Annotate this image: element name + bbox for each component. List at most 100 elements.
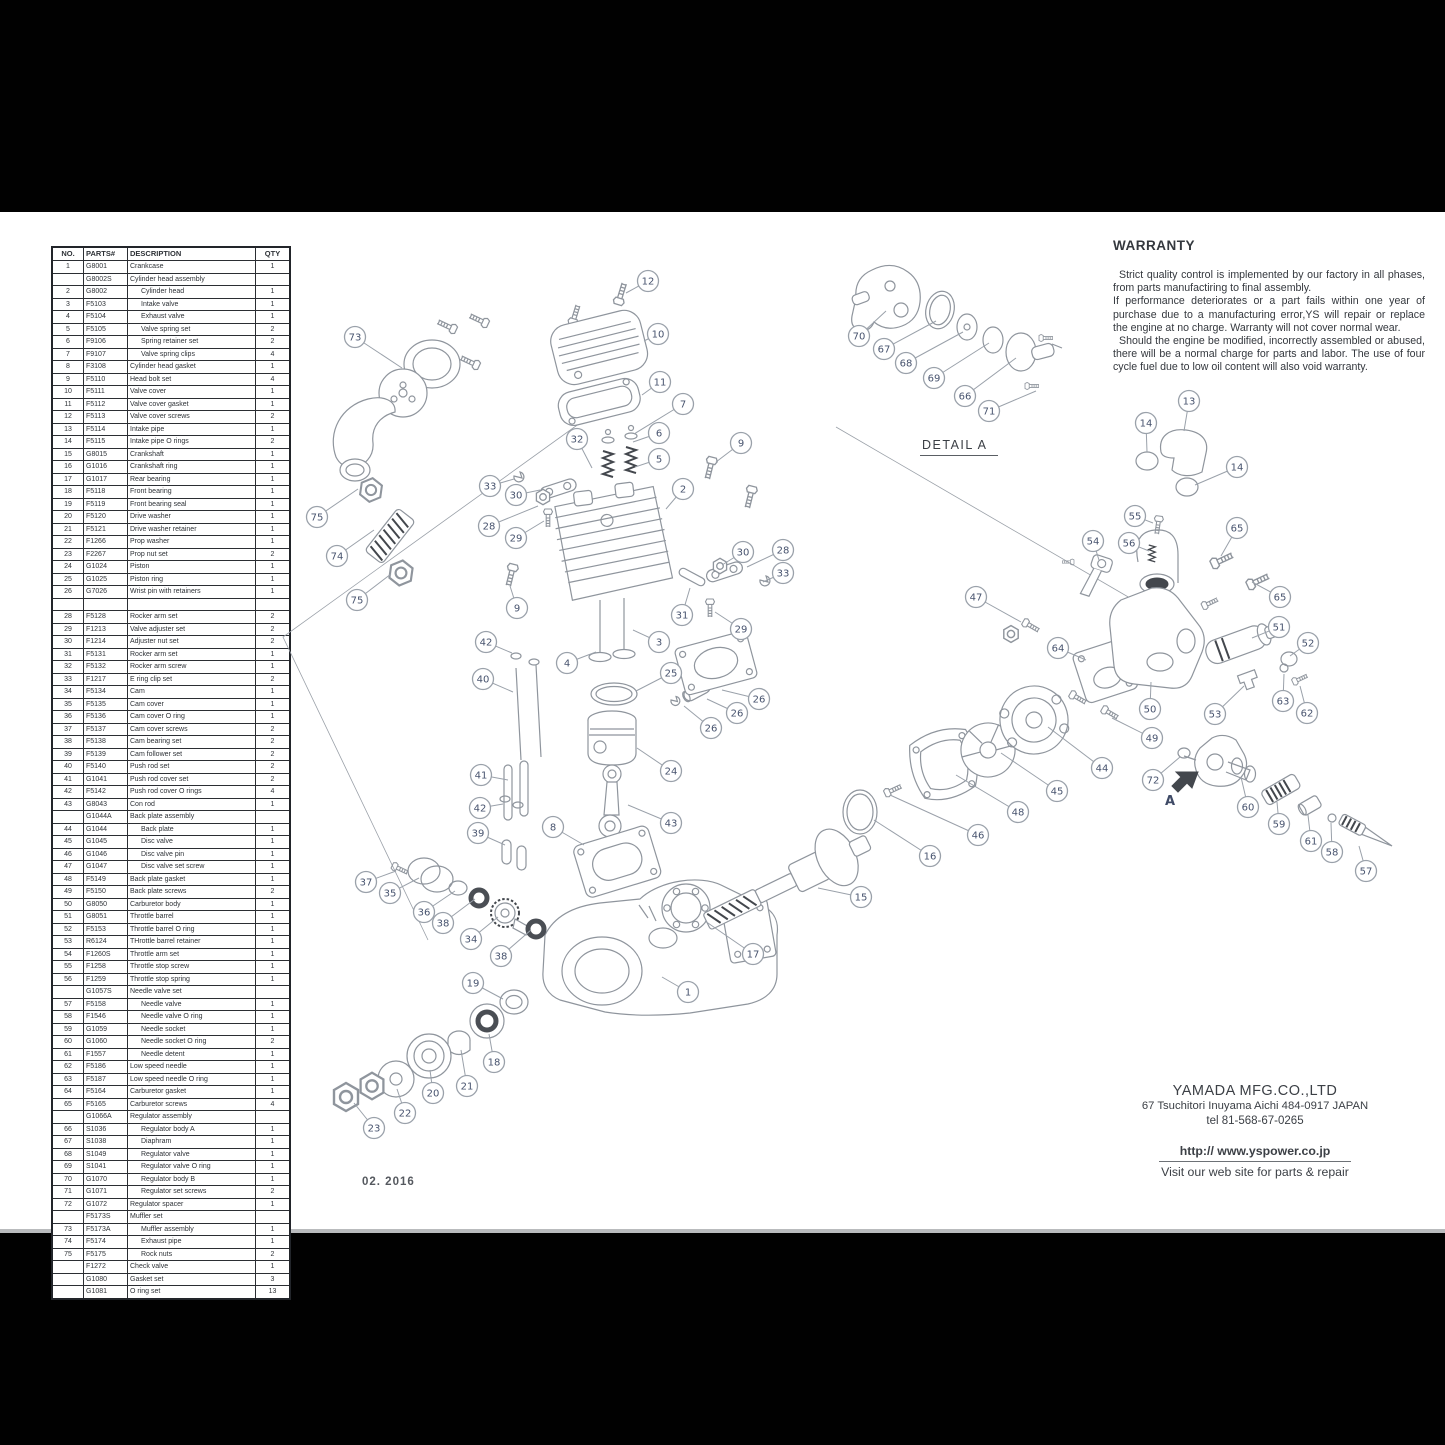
warranty-title: WARRANTY [1113,238,1195,253]
callout-65: 65 [1220,516,1249,557]
callout-55: 55 [1123,504,1154,528]
svg-text:46: 46 [972,831,985,842]
svg-text:56: 56 [1123,539,1136,550]
callout-13: 13 [1177,389,1201,432]
svg-text:18: 18 [488,1058,501,1069]
callout-54: 54 [1081,529,1105,561]
callout-52: 52 [1289,631,1320,657]
warranty-paragraph: Should the engine be modified, incorrect… [1113,335,1425,374]
svg-text:11: 11 [654,378,667,389]
callout-18: 18 [482,1033,506,1074]
svg-text:73: 73 [349,333,362,344]
svg-text:42: 42 [474,804,487,815]
svg-text:63: 63 [1277,697,1290,708]
svg-text:17: 17 [747,950,760,961]
callout-20: 20 [421,1069,445,1105]
piston-drawing [587,669,724,838]
svg-text:62: 62 [1301,709,1314,720]
svg-text:3: 3 [656,638,662,649]
cam-drawing [389,857,547,940]
svg-text:47: 47 [970,593,983,604]
svg-text:33: 33 [484,482,497,493]
svg-text:65: 65 [1274,593,1287,604]
callout-30: 30 [721,540,755,566]
callout-47: 47 [964,585,1022,623]
callout-70: 70 [847,310,887,348]
svg-text:45: 45 [1051,787,1064,798]
svg-text:59: 59 [1273,820,1286,831]
callout-45: 45 [1000,752,1069,803]
callout-6: 6 [632,421,671,445]
callout-26: 26 [706,698,749,725]
crankshaft-drawing [661,781,904,933]
svg-text:60: 60 [1242,803,1255,814]
svg-text:36: 36 [418,908,431,919]
callout-17: 17 [704,920,765,966]
svg-text:31: 31 [676,611,689,622]
svg-text:1: 1 [685,988,691,999]
svg-text:38: 38 [495,952,508,963]
callout-31: 31 [670,587,694,627]
callout-40: 40 [471,667,514,693]
callout-7: 7 [633,392,695,435]
callout-21: 21 [455,1049,479,1098]
svg-text:21: 21 [461,1082,474,1093]
callout-14: 14 [1134,411,1158,453]
callout-2: 2 [665,477,695,510]
svg-text:4: 4 [564,659,570,670]
page-bottom-edge [0,1229,1445,1233]
callout-58: 58 [1320,822,1344,864]
callout-22: 22 [393,1088,417,1125]
callout-42: 42 [468,796,504,820]
callout-64: 64 [1046,636,1087,661]
callout-32: 32 [565,427,593,469]
callout-50: 50 [1138,681,1162,721]
svg-text:51: 51 [1273,623,1286,634]
svg-text:26: 26 [731,709,744,720]
callout-41: 41 [469,763,509,787]
svg-text:29: 29 [510,534,523,545]
parts-table-row [51,597,291,611]
svg-text:19: 19 [467,979,480,990]
svg-text:44: 44 [1096,764,1109,775]
svg-text:54: 54 [1087,537,1100,548]
svg-text:38: 38 [437,919,450,930]
svg-text:66: 66 [959,392,972,403]
svg-text:43: 43 [665,819,678,830]
callout-73: 73 [343,325,403,369]
svg-text:34: 34 [465,935,478,946]
callout-15: 15 [817,885,873,909]
callout-60: 60 [1236,776,1260,819]
svg-text:8: 8 [550,823,556,834]
callout-33: 33 [762,561,795,585]
callout-37: 37 [354,870,397,894]
parts-table-header-row: NO. PARTS# DESCRIPTION QTY [51,246,291,261]
callout-59: 59 [1267,801,1291,836]
callout-36: 36 [412,890,456,924]
svg-text:71: 71 [983,407,996,418]
svg-text:13: 13 [1183,397,1196,408]
svg-text:67: 67 [878,345,891,356]
callout-34: 34 [459,916,499,951]
svg-text:9: 9 [738,439,744,450]
company-website-url: http:// www.yspower.co.jp [1179,1144,1331,1158]
svg-text:75: 75 [351,596,364,607]
section-a-marker: A [1165,794,1175,809]
divider-line [1159,1161,1351,1162]
callout-26: 26 [721,687,771,711]
